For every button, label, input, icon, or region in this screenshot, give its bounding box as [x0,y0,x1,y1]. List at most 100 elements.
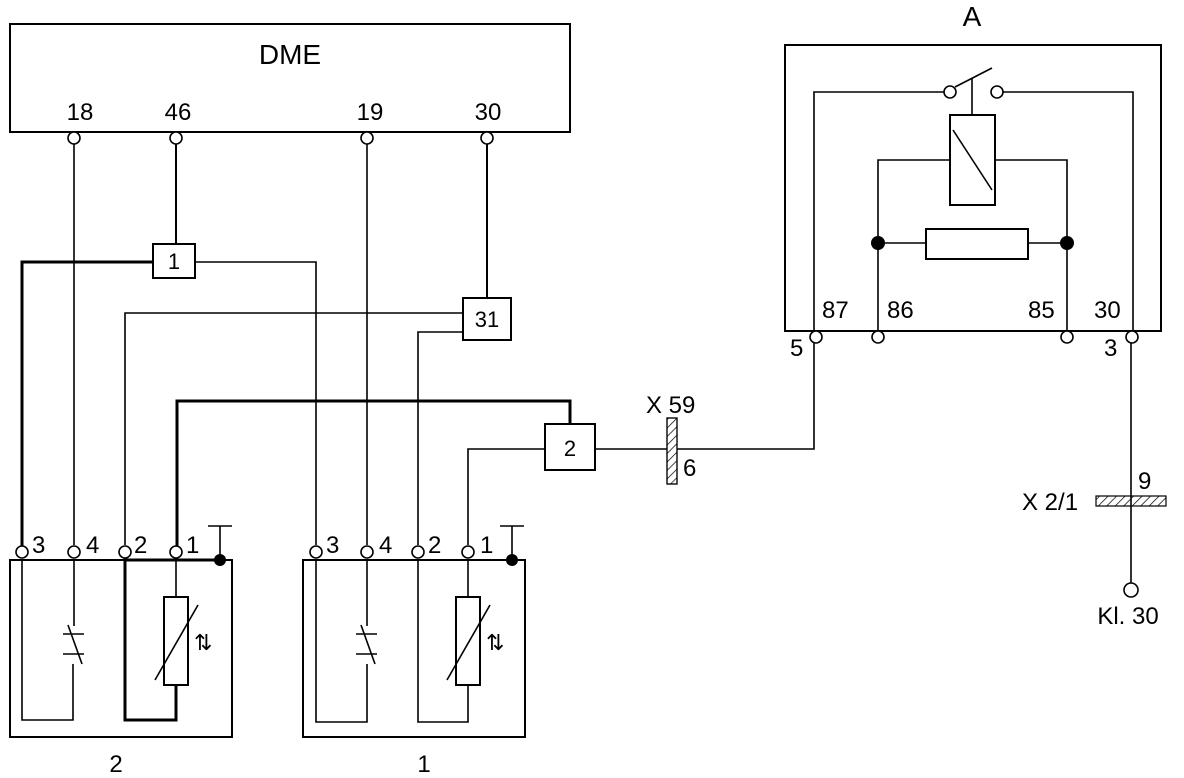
plug-x59: X 59 6 [646,392,696,485]
sensor-2-ground-node [214,554,226,566]
sensor-1-pin-4-label: 4 [379,532,392,559]
relay-node-left [871,236,885,250]
wire-s2p1-c2 [175,399,572,547]
sensor-2-pin-1 [169,545,183,559]
plug-x21: X 2/1 9 [1022,468,1167,516]
wire-s1p1-c2 [467,448,545,545]
sensor-2: ⇅ 3 4 2 1 2 [9,525,233,778]
sensor-1-therm-diagonal [446,604,491,681]
sensor-1-ground-node [506,554,518,566]
sensor-2-pin-2 [118,545,132,559]
relay-wire-87 [813,91,944,331]
connector-1-box [152,243,196,279]
relay-switch-blade [954,67,993,88]
plug-x59-label: X 59 [646,392,695,419]
sensor-1-pin-3-label: 3 [326,532,339,559]
relay-pin-30-label: 30 [1094,297,1121,324]
sensor-1-pin-2-label: 2 [428,532,441,559]
wires [20,143,1132,583]
connector-1: 1 [152,243,196,279]
wire-c31-s2p2 [124,312,464,545]
relay-ext-pin-5: 5 [790,335,803,362]
plug-x59-pin: 6 [683,455,696,482]
sensor-1-pin-1 [461,545,475,559]
dme-label: DME [259,39,321,70]
sensor-2-pin-3 [15,545,29,559]
dme-box [9,23,571,133]
sensor-2-pin-3-label: 3 [32,532,45,559]
relay-pin-87 [809,330,823,344]
relay-wire-86 [877,159,950,331]
sensor-1-label: 1 [417,751,430,778]
dme-pin-30-label: 30 [475,99,502,126]
sensor-2-label: 2 [109,751,122,778]
dme-pin-19-label: 19 [357,99,384,126]
relay-pin-85-label: 85 [1028,297,1055,324]
sensor-2-switch-loop [21,560,74,721]
relay-pin-86 [871,330,885,344]
relay-pin-86-label: 86 [887,297,914,324]
dme-pin-46 [169,131,183,145]
sensor-2-pin-2-label: 2 [134,532,147,559]
dme-pins [67,131,494,145]
terminal-kl30-pin [1123,582,1139,598]
sensor-1-therm-loop [417,560,469,723]
sensor-2-therm-loop [123,558,178,722]
plug-x59-hatch [666,417,678,485]
plug-x21-pin: 9 [1138,468,1151,495]
relay-node-right [1060,236,1074,250]
terminal-kl30: Kl. 30 [1097,582,1159,630]
dme-pin-30 [480,131,494,145]
sensor-1-box [302,559,526,738]
relay-coil-diagonal [952,129,993,191]
sensor-2-pin-4-label: 4 [86,532,99,559]
sensor-1: ⇅ 3 4 2 1 1 [302,525,526,778]
dme-pin-18 [67,131,81,145]
sensor-1-pin-2 [411,545,425,559]
relay-wire-85 [995,159,1068,331]
sensor-1-temp-icon: ⇅ [486,630,504,655]
wire-c1-s2p3 [20,260,155,547]
relay-label: A [963,1,982,32]
connector-31: 31 [462,297,512,341]
dme-pin-46-label: 46 [165,99,192,126]
sensor-2-temp-icon: ⇅ [194,630,212,655]
sensor-1-thermistor [455,596,481,686]
plug-x21-label: X 2/1 [1022,489,1078,516]
relay-a: A 87 86 85 30 5 3 [784,1,1162,362]
sensor-2-box [9,559,233,738]
connector-2-box [544,423,596,471]
wire-c31-s1p2 [417,331,464,545]
relay-pin-87-label: 87 [822,297,849,324]
sensor-2-therm-diagonal [154,604,199,681]
connector-2-label: 2 [564,436,576,461]
dme-pin-18-label: 18 [67,99,94,126]
relay-pin-30 [1125,330,1139,344]
sensor-2-pin-4 [67,545,81,559]
sensor-2-switch-diagonal [67,624,83,665]
sensor-1-switch-diagonal [360,624,376,665]
terminal-kl30-label: Kl. 30 [1097,603,1158,630]
sensor-1-switch-loop [315,560,368,723]
plug-x21-body [1095,495,1167,507]
relay-resistor [925,228,1029,260]
connector-31-label: 31 [475,307,499,332]
wire-c1-s1p3 [196,261,317,545]
relay-ext-pin-3: 3 [1104,335,1117,362]
connector-2: 2 [544,423,596,471]
sensor-1-pin-4 [360,545,374,559]
wire-c2-relay87 [595,343,815,450]
sensor-1-pin-3 [309,545,323,559]
relay-contact-left [943,85,957,99]
connector-31-box [462,297,512,341]
dme-unit: DME 18 46 19 30 [9,23,571,133]
relay-pin-85 [1060,330,1074,344]
connector-1-label: 1 [168,249,180,274]
sensor-1-pin-1-label: 1 [480,532,493,559]
relay-wire-30 [1003,91,1134,331]
sensor-2-pin-1-label: 1 [186,532,199,559]
dme-pin-19 [360,131,374,145]
relay-contact-right [990,85,1004,99]
sensor-2-thermistor [163,596,189,686]
